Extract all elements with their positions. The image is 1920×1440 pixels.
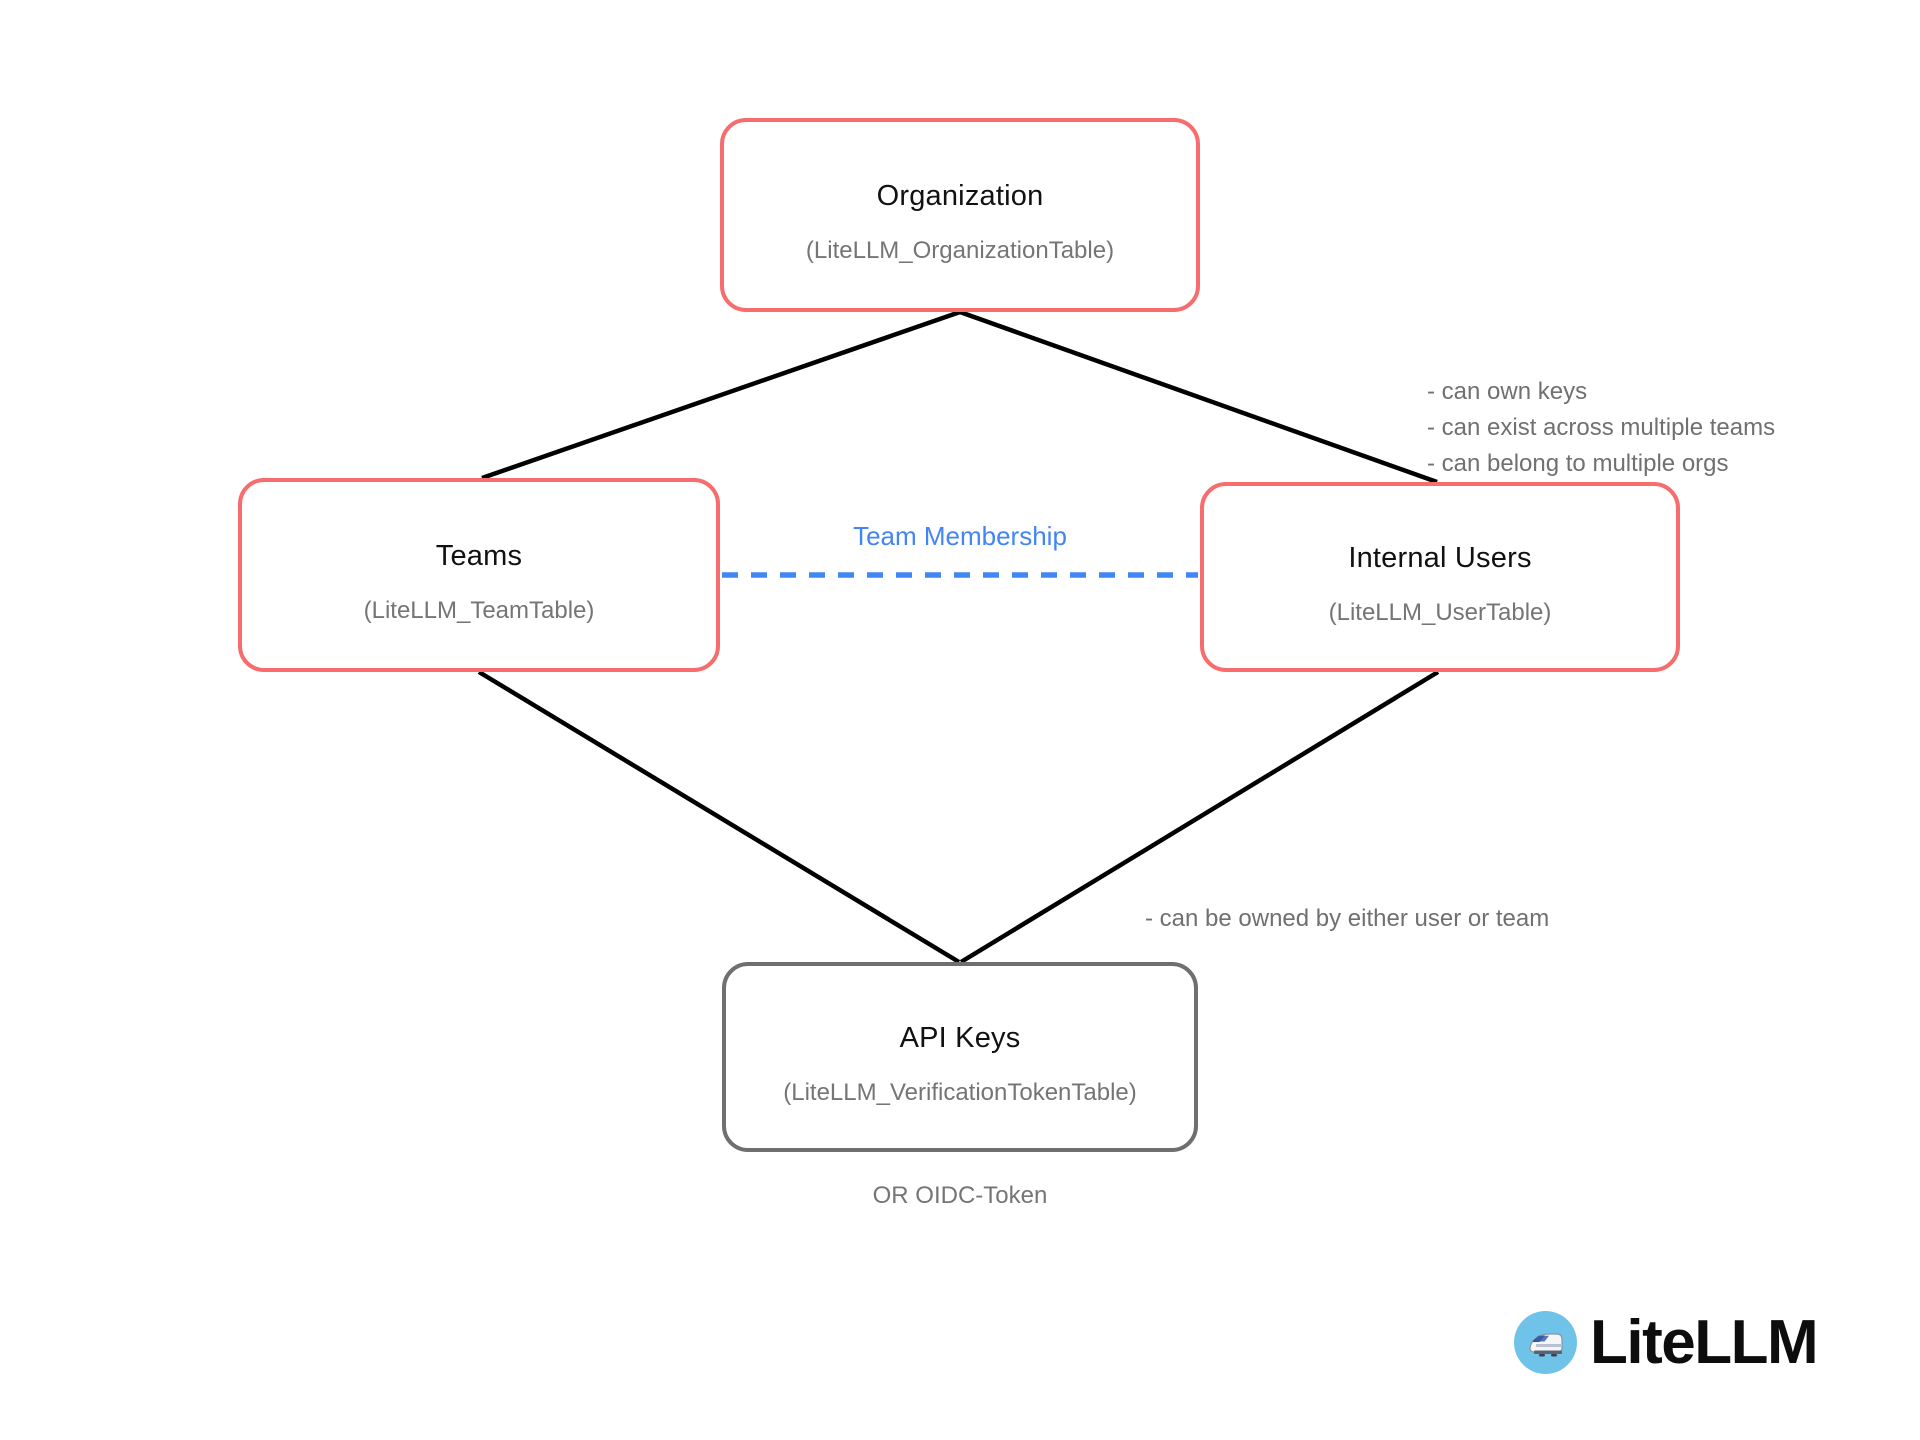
edge-teams-keys — [477, 670, 961, 964]
note-line: - can own keys — [1427, 378, 1588, 405]
internal-users-notes: - can own keys - can exist across multip… — [1427, 374, 1775, 482]
node-title: Organization — [876, 179, 1044, 212]
node-title: Teams — [435, 539, 523, 572]
node-subtitle: (LiteLLM_VerificationTokenTable) — [783, 1078, 1137, 1106]
note-line: - can exist across multiple teams — [1427, 414, 1776, 441]
node-internal-users: Internal Users (LiteLLM_UserTable) — [1200, 482, 1680, 672]
edge-organization-users — [959, 309, 1438, 485]
node-organization: Organization (LiteLLM_OrganizationTable) — [720, 118, 1200, 312]
node-subtitle: (LiteLLM_OrganizationTable) — [805, 236, 1115, 264]
node-title: API Keys — [899, 1021, 1021, 1054]
node-teams: Teams (LiteLLM_TeamTable) — [238, 478, 720, 672]
logo-circle — [1514, 1311, 1577, 1374]
node-subtitle: (LiteLLM_UserTable) — [1328, 598, 1552, 626]
train-icon — [1528, 1332, 1563, 1356]
edge-organization-teams — [481, 309, 961, 481]
litellm-logo: LiteLLM — [1514, 1308, 1819, 1377]
logo-text: LiteLLM — [1590, 1308, 1819, 1377]
note-line: - can belong to multiple orgs — [1427, 450, 1729, 477]
team-membership-label: Team Membership — [853, 521, 1067, 551]
oidc-token-note: OR OIDC-Token — [872, 1182, 1048, 1209]
api-keys-note: - can be owned by either user or team — [1145, 905, 1550, 932]
node-subtitle: (LiteLLM_TeamTable) — [363, 596, 595, 624]
node-api-keys: API Keys (LiteLLM_VerificationTokenTable… — [722, 962, 1198, 1152]
node-title: Internal Users — [1348, 541, 1532, 574]
